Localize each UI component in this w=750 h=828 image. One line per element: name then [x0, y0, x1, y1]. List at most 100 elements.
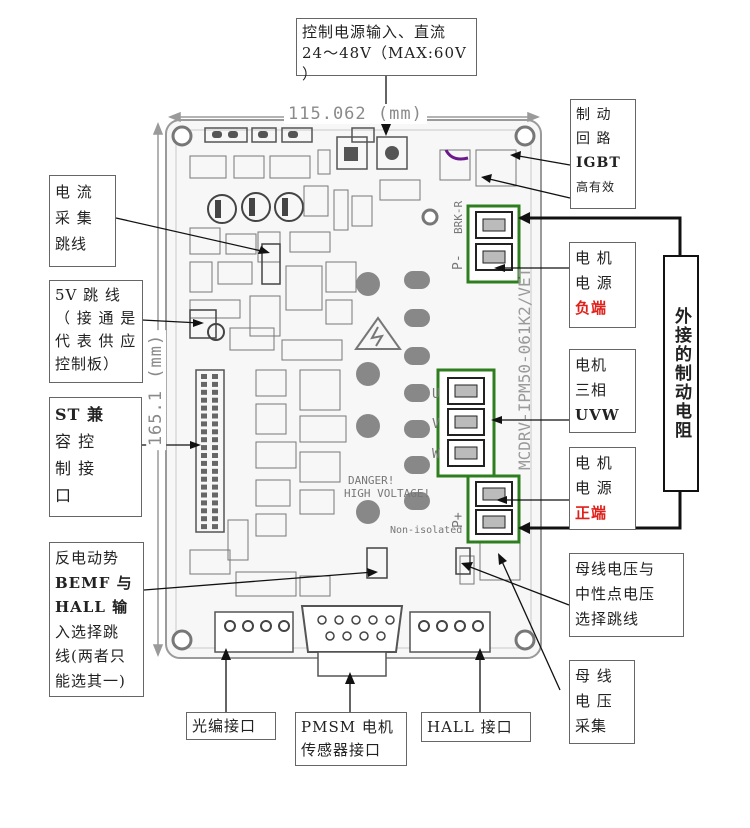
header-pin: [212, 468, 218, 474]
callout-bemf-hall-line2: BEMF 与: [55, 573, 133, 592]
callout-bus-sample: 母 线 电 压 采集: [569, 660, 635, 744]
header-pin: [201, 429, 207, 435]
callout-bus-neutral-line2: 中性点电压: [575, 585, 656, 603]
non-isolated-text: Non-isolated: [390, 525, 462, 536]
pin-u-text: U: [432, 387, 440, 402]
header-pin: [212, 516, 218, 522]
header-pin: [201, 445, 207, 451]
callout-motor-uvw: 电机 三相 UVW: [569, 349, 636, 433]
header-pin: [212, 460, 218, 466]
callout-motor-neg: 电 机 电 源 负端: [569, 242, 636, 328]
high-voltage-triangle: [354, 316, 402, 350]
callout-st-interface-line4: 口: [55, 486, 73, 505]
top-connectors: [204, 127, 408, 170]
callout-bemf-hall-line6: 能选其一): [55, 671, 126, 690]
callout-bus-neutral-line1: 母线电压与: [575, 560, 656, 578]
header-pin: [212, 476, 218, 482]
header-pin: [212, 484, 218, 490]
callout-bus-sample-line3: 采集: [575, 717, 608, 735]
callout-bus-sample-line1: 母 线: [575, 667, 613, 685]
hall-connector: [409, 611, 491, 653]
callout-hall-line1: HALL 接口: [427, 718, 513, 736]
board-name-text: MCDRV-IPM50-061K2/VET: [515, 267, 534, 470]
header-pin: [201, 381, 207, 387]
callout-5v-jumper-line3: 代 表 供 应: [55, 332, 137, 350]
header-pin: [201, 413, 207, 419]
callout-current-jumper-line1: 电 流: [55, 183, 93, 201]
callout-brake-igbt-line4: 高有效: [576, 180, 616, 194]
header-pin: [201, 476, 207, 482]
header-pin: [212, 437, 218, 443]
header-pin: [201, 468, 207, 474]
ipm-pads: [356, 271, 430, 524]
green-connector-pplus: [466, 474, 521, 544]
callout-bemf-hall: 反电动势 BEMF 与 HALL 输 入选择跳 线(两者只 能选其一): [49, 542, 144, 697]
callout-brake-igbt-line1: 制 动: [576, 107, 612, 123]
callout-motor-pos-line3: 正端: [575, 504, 608, 522]
header-pin: [212, 445, 218, 451]
mounting-holes: [171, 125, 536, 651]
header-pin: [201, 374, 207, 379]
callout-current-jumper-line2: 采 集: [55, 209, 93, 227]
callout-5v-jumper-line2: （ 接 通 是: [55, 309, 137, 327]
header-pin: [212, 429, 218, 435]
callout-brake-igbt-line2: 回 路: [576, 131, 612, 147]
header-pin: [201, 508, 207, 514]
callout-motor-neg-line3: 负端: [575, 299, 608, 317]
callout-5v-jumper: 5V 跳 线 （ 接 通 是 代 表 供 应 控制板）: [49, 280, 143, 383]
header-pin: [212, 397, 218, 403]
callout-power-input-line2: 24～48V（MAX:60V ）: [302, 44, 467, 83]
pin-pplus-text: P+: [451, 512, 466, 528]
callout-st-interface: ST 兼 容 控 制 接 口: [49, 397, 142, 517]
jumper-blocks: [189, 243, 471, 579]
callout-motor-pos-line2: 电 源: [575, 479, 613, 497]
leader-arrows: [115, 76, 571, 712]
callout-hall: HALL 接口: [421, 712, 531, 742]
header-pin: [212, 381, 218, 387]
callout-st-interface-line3: 制 接: [55, 459, 96, 478]
callout-brake-igbt-line3: IGBT: [576, 155, 621, 171]
header-pin: [201, 397, 207, 403]
callout-encoder-line1: 光编接口: [192, 717, 257, 735]
header-pin: [212, 389, 218, 395]
callout-st-interface-line1: ST 兼: [55, 405, 105, 424]
callout-current-jumper: 电 流 采 集 跳线: [49, 175, 116, 267]
header-pin: [212, 500, 218, 506]
header-pin: [201, 484, 207, 490]
danger-line2-text: HIGH VOLTAGE!: [344, 487, 430, 500]
callout-current-jumper-line3: 跳线: [55, 235, 88, 253]
danger-line1-text: DANGER!: [348, 474, 394, 487]
header-pin: [201, 389, 207, 395]
encoder-connector: [214, 611, 294, 653]
callout-motor-uvw-line2: 三相: [575, 381, 608, 399]
callout-pmsm-line2: 传感器接口: [301, 741, 382, 759]
callout-motor-neg-line1: 电 机: [575, 249, 613, 267]
callout-5v-jumper-line4: 控制板）: [55, 355, 120, 373]
callout-motor-uvw-line3: UVW: [575, 406, 620, 424]
leader-arrowheads: [190, 124, 521, 684]
callout-power-input-line1: 控制电源输入、直流: [302, 23, 447, 41]
silkscreen-components: [189, 149, 521, 597]
callout-bus-sample-line2: 电 压: [575, 692, 613, 710]
callout-bemf-hall-line4: 入选择跳: [55, 622, 120, 641]
header-pin: [212, 421, 218, 427]
callout-pmsm-line1: PMSM 电机: [301, 718, 394, 736]
callout-brake-igbt: 制 动 回 路 IGBT 高有效: [570, 99, 636, 209]
pin-pminus-text: P-: [451, 254, 466, 270]
callout-motor-neg-line2: 电 源: [575, 274, 613, 292]
dsub-connector: [300, 605, 404, 677]
header-pin: [201, 524, 207, 530]
header-pin: [212, 524, 218, 530]
header-pin: [201, 460, 207, 466]
header-pin: [201, 437, 207, 443]
header-pin: [201, 516, 207, 522]
width-dimension-label: 115.062 (mm): [284, 104, 427, 124]
header-pin: [201, 453, 207, 458]
callout-bemf-hall-line3: HALL 输: [55, 598, 129, 616]
header-pin: [201, 492, 207, 498]
header-pin: [201, 405, 207, 411]
callout-motor-pos: 电 机 电 源 正端: [569, 447, 636, 530]
height-dimension-label: 165.1 (mm): [146, 329, 167, 451]
header-pin: [212, 508, 218, 514]
green-connector-uvw: [436, 368, 496, 478]
